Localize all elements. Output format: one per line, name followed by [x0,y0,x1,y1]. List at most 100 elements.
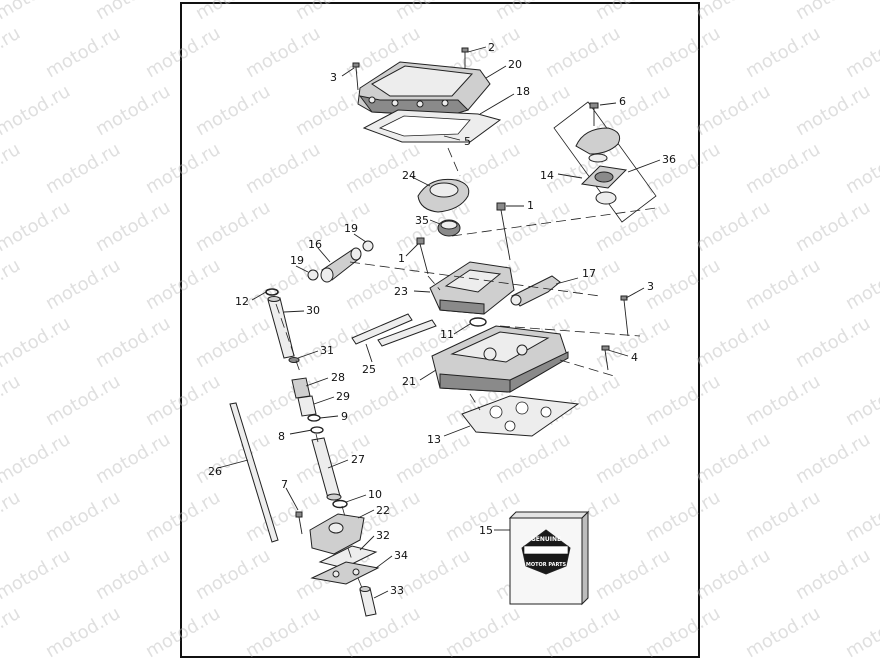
watermark-text: motod.ru [192,81,274,140]
watermark-text: motod.ru [292,197,374,256]
part-stud-1-right [496,202,511,261]
callout-18: 18 [516,85,530,98]
part-bolt-7 [295,511,303,535]
watermark-text: motod.ru [0,23,24,82]
watermark-text: motod.ru [742,371,824,430]
callout-19: 19 [290,254,304,267]
watermark-text: motod.ru [92,197,174,256]
part-rocker-shaft-16 [320,247,362,283]
watermark-text: motod.ru [0,255,24,314]
part-gasket-18 [362,109,502,143]
callout-25: 25 [362,363,376,376]
watermark-text: motod.ru [92,81,174,140]
watermark-text: motod.ru [742,23,824,82]
watermark-text: motod.ru [492,0,574,24]
watermark-text: motod.ru [692,313,774,372]
part-gasket-32 [318,545,378,569]
watermark-text: motod.ru [0,81,74,140]
watermark-text: motod.ru [742,255,824,314]
callout-14: 14 [540,169,554,182]
watermark-text: motod.ru [0,0,74,24]
watermark-text: motod.ru [492,429,574,488]
watermark-text: motod.ru [842,603,880,660]
watermark-text: motod.ru [592,545,674,604]
watermark-text: motod.ru [142,139,224,198]
callout-4: 4 [631,351,638,364]
watermark-text: motod.ru [242,603,324,660]
callout-30: 30 [306,304,320,317]
callout-31: 31 [320,344,334,357]
watermark-text: motod.ru [742,487,824,546]
watermark-text: motod.ru [192,545,274,604]
watermark-text: motod.ru [192,197,274,256]
watermark-text: motod.ru [342,255,424,314]
watermark-text: motod.ru [742,603,824,660]
callout-32: 32 [376,529,390,542]
watermark-text: motod.ru [642,603,724,660]
alignment-lines [275,147,657,589]
watermark-text: motod.ru [192,0,274,24]
callout-27: 27 [351,453,365,466]
part-lower-tube-27 [311,437,342,501]
parts-layer: GENUINE MOTOR PARTS [229,47,657,617]
callout-3: 3 [647,280,654,293]
watermark-text: motod.ru [542,371,624,430]
watermark-text: motod.ru [92,313,174,372]
watermark-text: motod.ru [142,371,224,430]
watermark-text: motod.ru [642,371,724,430]
watermark-text: motod.ru [842,23,880,82]
part-bolt-3-top [352,62,360,91]
callout-15: 15 [479,524,493,537]
callout-20: 20 [508,58,522,71]
part-bushing-19-top [362,240,374,252]
callout-29: 29 [336,390,350,403]
watermark-text: motod.ru [542,23,624,82]
watermark-text: motod.ru [42,487,124,546]
callout-5: 5 [464,135,471,148]
callout-24: 24 [402,169,416,182]
part-keeper-31 [288,357,300,363]
callout-13: 13 [427,433,441,446]
watermark-text: motod.ru [0,429,74,488]
callout-33: 33 [390,584,404,597]
watermark-text: motod.ru [842,371,880,430]
watermark-text: motod.ru [92,429,174,488]
watermark-text: motod.ru [642,139,724,198]
part-oring-8 [310,426,324,434]
watermark-text: motod.ru [642,255,724,314]
watermark-text: motod.ru [792,197,874,256]
callout-17: 17 [582,267,596,280]
callout-2: 2 [488,41,495,54]
part-pushrod-26 [229,402,279,543]
watermark-text: motod.ru [342,603,424,660]
callout-12: 12 [235,295,249,308]
watermark-text: motod.ru [0,313,74,372]
watermark-text: motod.ru [692,545,774,604]
part-plate-34 [310,561,380,585]
watermark-text: motod.ru [0,487,24,546]
callout-1: 1 [527,199,534,212]
watermark-text: motod.ru [692,429,774,488]
callout-28: 28 [331,371,345,384]
callout-26: 26 [208,465,222,478]
callout-8: 8 [278,430,285,443]
part-rocker-arm-17 [510,275,561,307]
watermark-text: motod.ru [692,0,774,24]
part-oring-10 [332,499,348,509]
watermark-text: motod.ru [792,545,874,604]
part-pushrods-25 [351,313,437,347]
watermark-text: motod.ru [792,429,874,488]
watermark-text: motod.ru [92,0,174,24]
callout-22: 22 [376,504,390,517]
callout-36: 36 [662,153,676,166]
watermark-text: motod.ru [492,81,574,140]
part-spring-29 [297,395,317,417]
callout-3: 3 [330,71,337,84]
part-stud-1-left [416,237,429,275]
part-rocker-support-23 [429,261,515,315]
watermark-text: motod.ru [42,371,124,430]
part-filter-35 [437,219,461,237]
callout-11: 11 [440,328,454,341]
